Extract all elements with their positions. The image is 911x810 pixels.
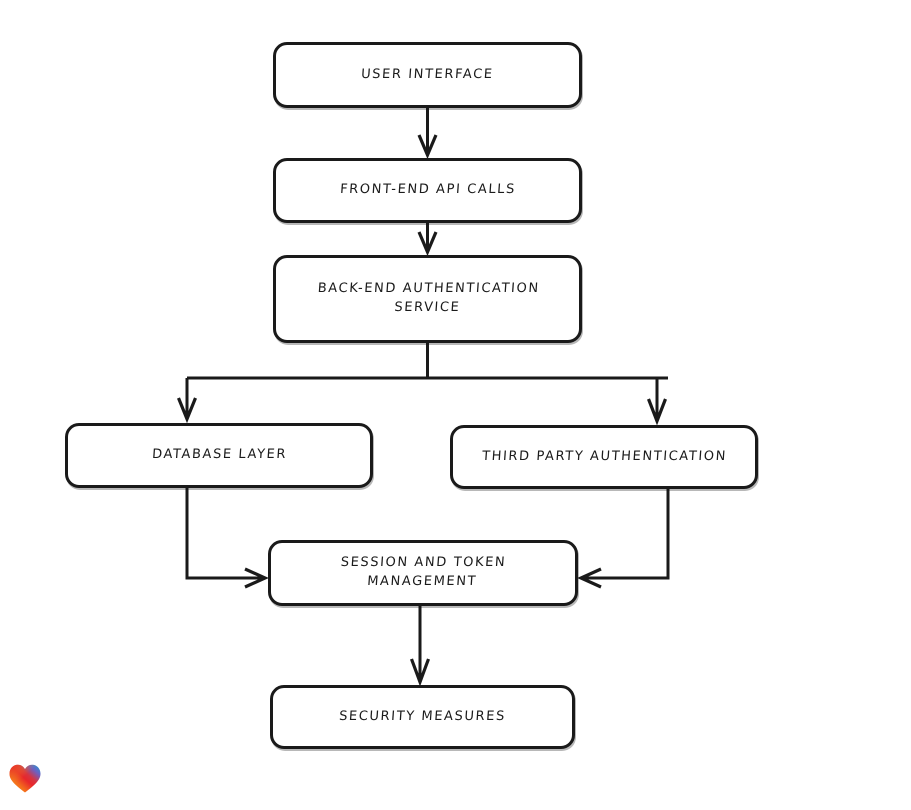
edge-backend-auth-to-third-party-auth: [647, 378, 667, 426]
heart-icon: [9, 764, 41, 793]
node-label: Session and Token Management: [340, 555, 507, 589]
edge-backend-auth-split-bus: [187, 343, 668, 380]
node-security-measures[interactable]: Security Measures: [270, 685, 575, 749]
edge-frontend-api-calls-to-backend-auth: [417, 223, 438, 257]
edge-third-party-auth-to-session-token: [577, 489, 670, 589]
edge-session-token-to-security-measures: [409, 606, 431, 687]
node-label: Back-End Authentication Service: [316, 281, 540, 315]
node-session-and-token-management[interactable]: Session and Token Management: [268, 540, 578, 606]
node-label: Database Layer: [151, 447, 288, 463]
edge-database-layer-to-session-token: [185, 488, 269, 589]
node-label: User Interface: [360, 66, 495, 82]
node-label: Front-End API Calls: [339, 182, 516, 198]
node-database-layer[interactable]: Database Layer: [65, 423, 373, 488]
node-frontend-api-calls[interactable]: Front-End API Calls: [273, 158, 582, 223]
edge-backend-auth-to-database-layer: [177, 378, 197, 424]
node-user-interface[interactable]: User Interface: [273, 42, 582, 108]
node-backend-authentication-service[interactable]: Back-End Authentication Service: [273, 255, 582, 343]
node-label: Security Measures: [338, 708, 507, 724]
node-label: Third Party Authentication: [481, 448, 728, 464]
edge-user-interface-to-frontend-api-calls: [417, 108, 438, 160]
node-third-party-authentication[interactable]: Third Party Authentication: [450, 425, 758, 489]
